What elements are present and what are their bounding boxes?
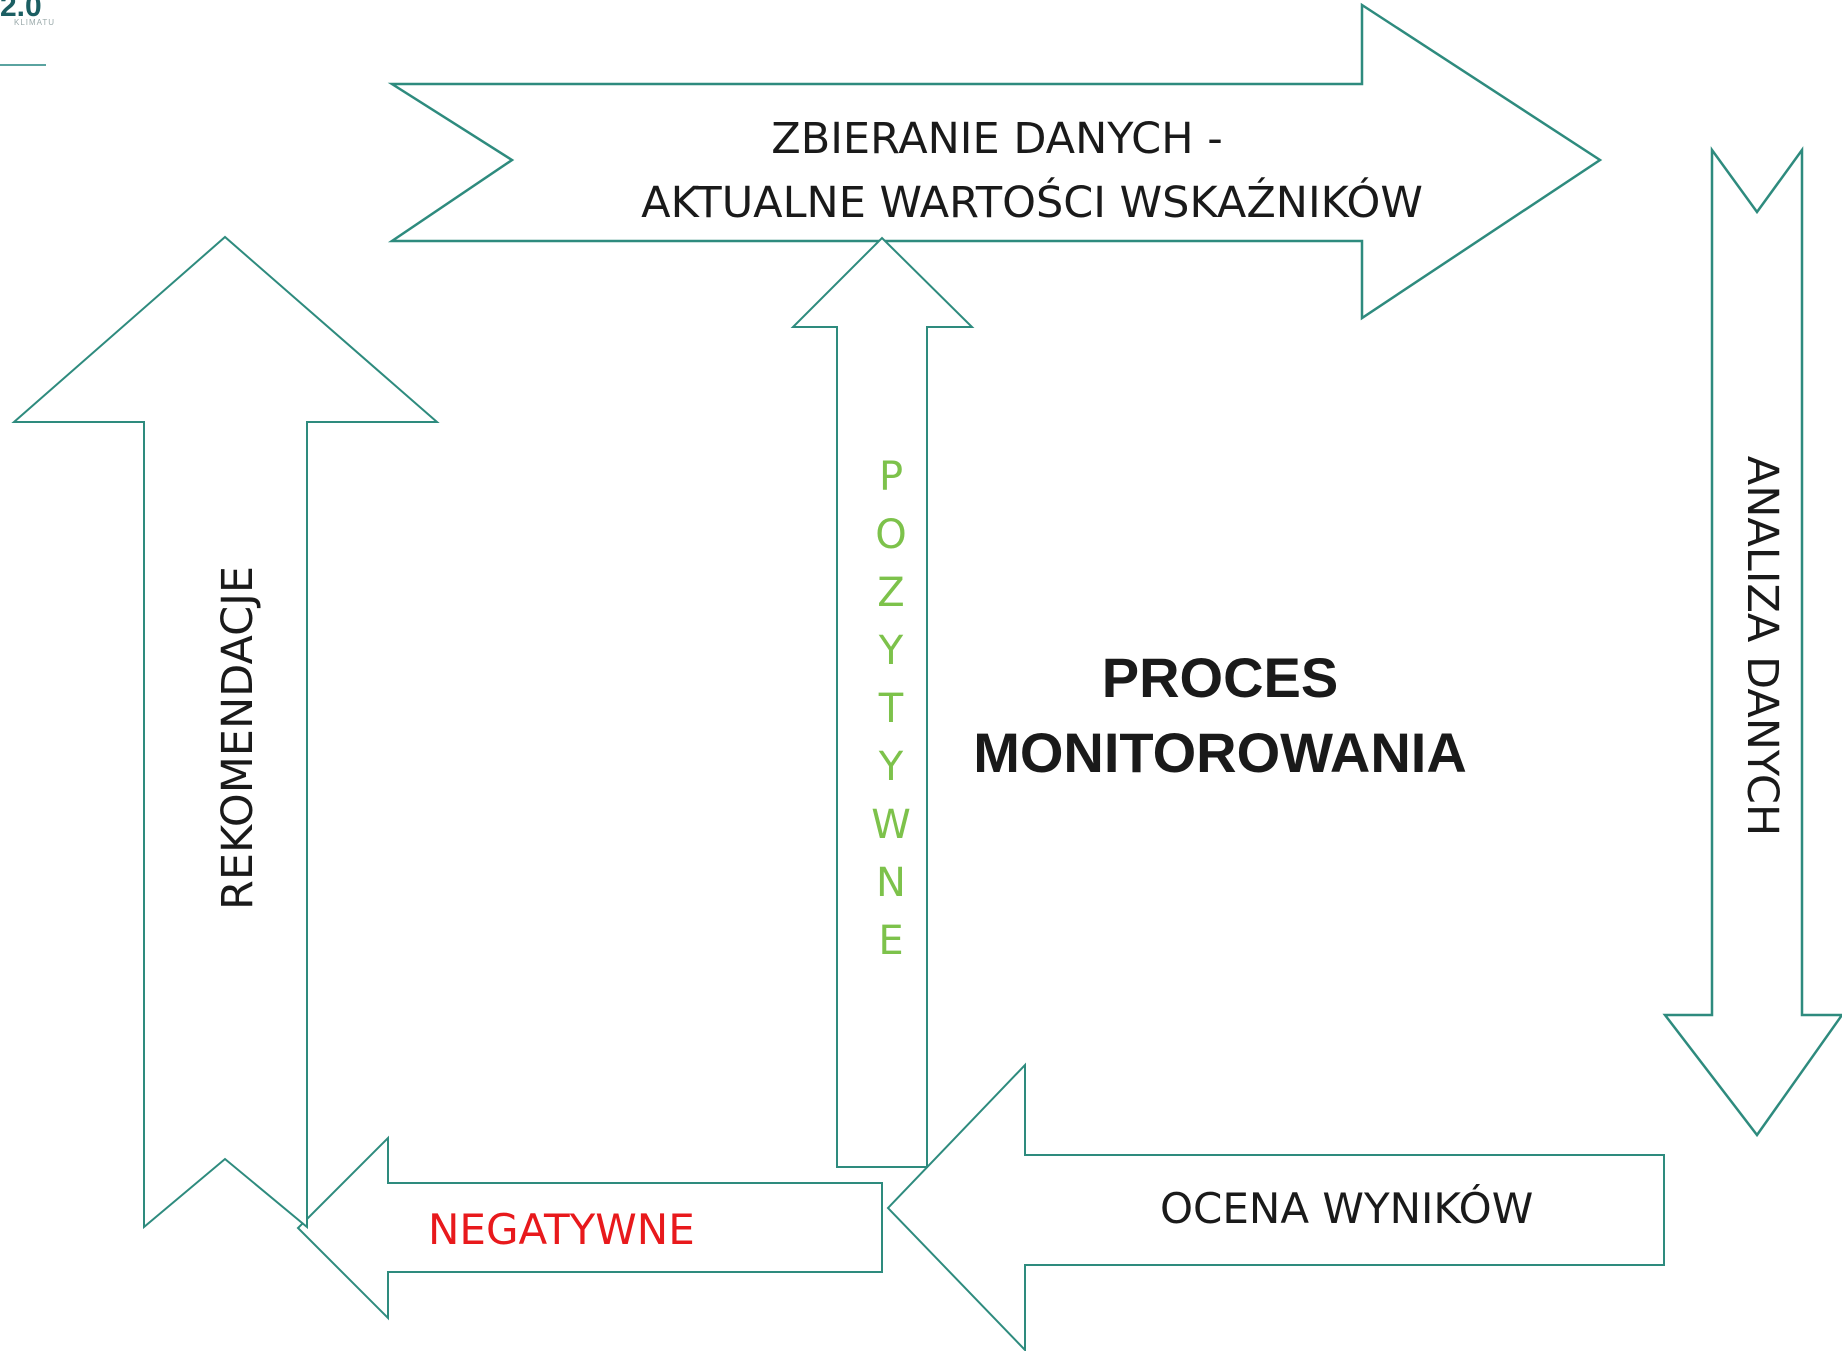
- positive-branch-letter: E: [878, 918, 904, 964]
- positive-branch-letter: P: [878, 454, 904, 500]
- positive-branch-letter: O: [875, 512, 907, 558]
- positive-branch-arrow: [790, 236, 975, 1168]
- positive-branch-letter: W: [871, 802, 911, 848]
- positive-branch-letter: N: [876, 860, 906, 906]
- data-collection-label-line-1: ZBIERANIE DANYCH -: [771, 114, 1223, 164]
- negative-branch-label: NEGATYWNE: [428, 1205, 695, 1254]
- data-collection-arrow: [387, 2, 1603, 321]
- center-title-line-1: PROCES: [1101, 646, 1339, 709]
- data-analysis-arrow: [1662, 146, 1842, 1138]
- results-evaluation-arrow: [886, 1062, 1665, 1351]
- recommendations-arrow: [11, 235, 440, 1230]
- data-analysis-label: ANALIZA DANYCH: [1737, 455, 1787, 837]
- positive-branch-letter: Y: [878, 628, 904, 674]
- logo-mark: 2.0: [0, 0, 42, 23]
- center-title-line-2: MONITOROWANIA: [973, 721, 1467, 784]
- data-collection-label-line-2: AKTUALNE WARTOŚCI WSKAŹNIKÓW: [641, 178, 1423, 228]
- positive-branch-letter: Z: [877, 570, 905, 616]
- positive-branch-letter: Y: [878, 744, 904, 790]
- logo-divider: [0, 64, 46, 66]
- results-evaluation-label: OCENA WYNIKÓW: [1160, 1184, 1534, 1233]
- positive-branch-letter: T: [878, 686, 904, 732]
- recommendations-label: REKOMENDACJE: [213, 565, 263, 911]
- negative-branch-arrow: [296, 1135, 883, 1321]
- logo-subtitle: KLIMATU: [14, 18, 56, 27]
